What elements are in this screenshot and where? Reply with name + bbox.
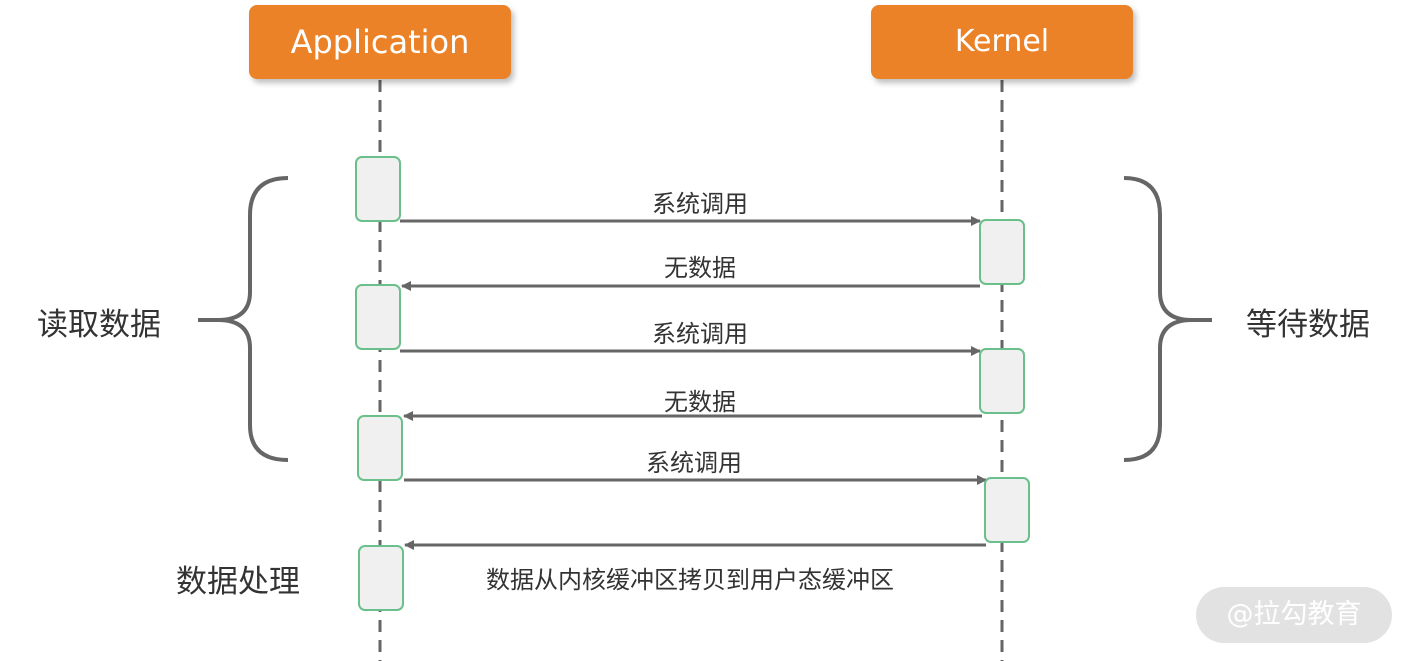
app-activation-1 xyxy=(355,156,401,222)
kernel-activation-2 xyxy=(979,348,1025,414)
message-label-4: 无数据 xyxy=(664,388,736,416)
kernel-header: Kernel xyxy=(871,5,1133,79)
kernel-activation-1 xyxy=(979,219,1025,285)
watermark-badge: @拉勾教育 xyxy=(1196,587,1392,643)
left-brace xyxy=(217,176,289,462)
message-label-6: 数据从内核缓冲区拷贝到用户态缓冲区 xyxy=(486,566,894,594)
message-label-3: 系统调用 xyxy=(652,320,748,348)
app-activation-3 xyxy=(357,415,403,481)
message-label-1: 系统调用 xyxy=(652,190,748,218)
message-label-5: 系统调用 xyxy=(646,449,742,477)
right-brace xyxy=(1123,176,1193,462)
right-group-label: 等待数据 xyxy=(1246,307,1370,343)
app-activation-4 xyxy=(358,545,404,611)
left-group-label: 读取数据 xyxy=(37,307,161,343)
app-activation-2 xyxy=(355,284,401,350)
final-step-label: 数据处理 xyxy=(176,564,300,600)
application-header: Application xyxy=(249,5,511,79)
kernel-activation-3 xyxy=(984,477,1030,543)
message-label-2: 无数据 xyxy=(664,254,736,282)
